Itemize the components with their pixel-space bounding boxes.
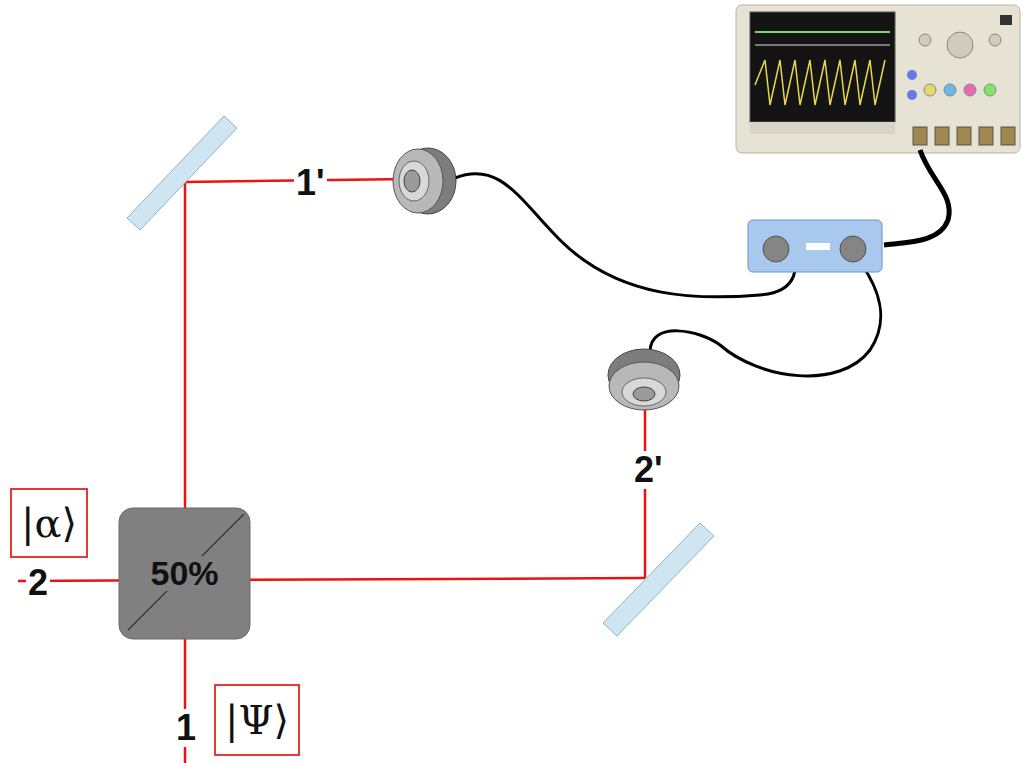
state-box: |Ψ⟩	[214, 684, 300, 756]
cables	[455, 150, 949, 376]
photodetector	[608, 349, 680, 410]
ratio-label: 50%	[148, 556, 220, 592]
state-box: |α⟩	[10, 488, 88, 558]
laser-beam	[18, 179, 645, 763]
photodetector	[393, 148, 456, 214]
state-label: |α⟩	[21, 500, 77, 546]
port-label: 1	[174, 709, 198, 747]
port-label: 2'	[632, 451, 665, 489]
state-label: |Ψ⟩	[225, 697, 289, 743]
beam-splitter-box: 50%	[119, 508, 250, 639]
subtractor-box	[748, 220, 882, 272]
port-label: 2	[26, 564, 50, 602]
mirror	[127, 116, 714, 636]
beam-splitter	[119, 508, 250, 639]
port-label: 1'	[294, 164, 327, 202]
oscilloscope	[736, 5, 1020, 153]
